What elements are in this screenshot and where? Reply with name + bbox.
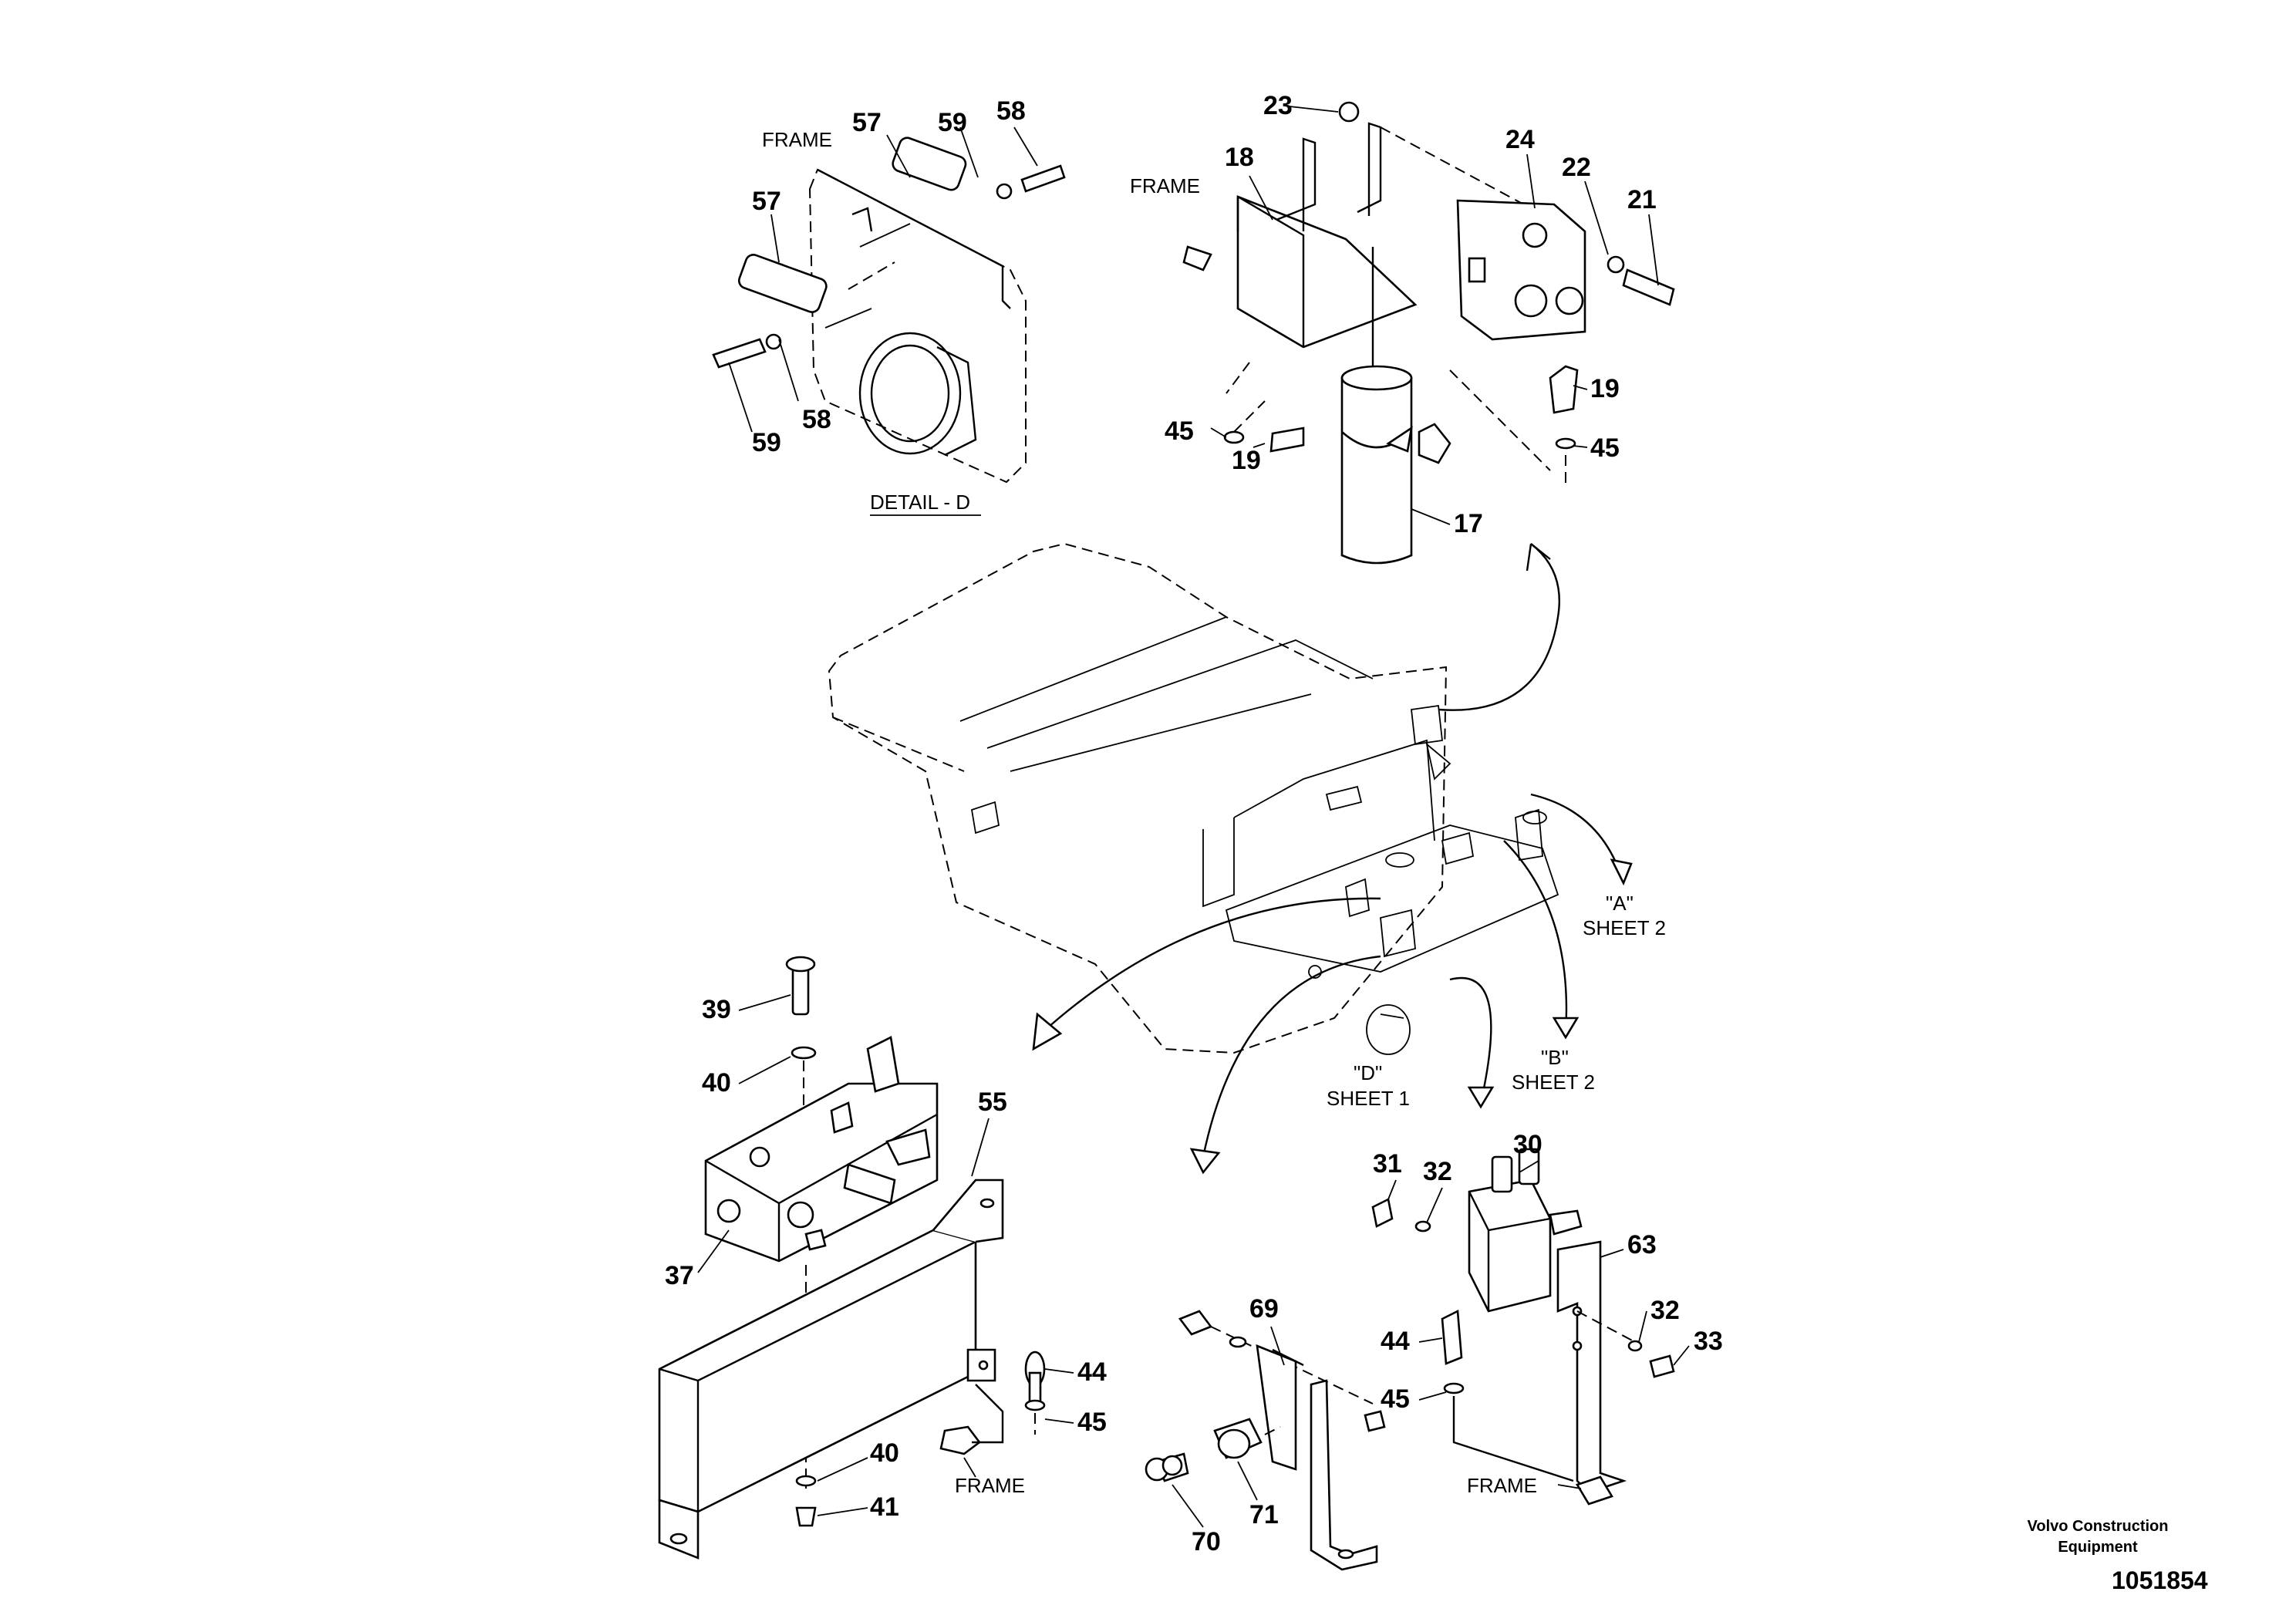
valve-block-assembly — [658, 956, 1046, 1560]
ref-d-sheet: SHEET 1 — [1327, 1087, 1410, 1110]
frame-label: FRAME — [955, 1474, 1025, 1497]
ref-b-sheet: SHEET 2 — [1512, 1071, 1595, 1094]
callout-57: 57 — [852, 108, 882, 137]
detail-d-title: DETAIL - D — [870, 491, 970, 514]
callout-70: 70 — [1192, 1527, 1221, 1556]
callout-24: 24 — [1505, 125, 1535, 154]
valve-block-labels: 39 40 55 37 44 45 40 41 FRAME — [665, 994, 1107, 1522]
callout-33: 33 — [1694, 1327, 1723, 1356]
callout-31: 31 — [1373, 1149, 1402, 1179]
callout-58: 58 — [996, 96, 1026, 126]
frame-label: FRAME — [762, 128, 832, 151]
callout-19: 19 — [1590, 374, 1620, 403]
callout-45: 45 — [1590, 433, 1620, 463]
callout-63: 63 — [1627, 1230, 1657, 1259]
callout-23: 23 — [1263, 91, 1293, 120]
ref-a-sheet: SHEET 2 — [1583, 916, 1666, 939]
reference-labels: "A" SHEET 2 "B" SHEET 2 "D" SHEET 1 — [1327, 892, 1666, 1110]
callout-41: 41 — [870, 1492, 899, 1522]
callout-57: 57 — [752, 187, 781, 216]
callout-19: 19 — [1232, 446, 1261, 475]
detail-d-labels: FRAME 57 59 58 57 59 58 DETAIL - D — [728, 96, 1038, 516]
callout-30: 30 — [1513, 1130, 1542, 1159]
cab-base-assembly — [828, 542, 1559, 1055]
callout-22: 22 — [1562, 153, 1591, 182]
callout-32: 32 — [1650, 1296, 1680, 1325]
callout-45: 45 — [1077, 1408, 1107, 1437]
callout-55: 55 — [978, 1088, 1007, 1117]
document-number: 1051854 — [2112, 1566, 2208, 1594]
callout-71: 71 — [1249, 1500, 1279, 1529]
drier-labels: 23 18 FRAME 24 22 21 19 45 45 19 17 — [1130, 91, 1659, 538]
brand-line-2: Equipment — [2058, 1539, 2138, 1556]
detail-d-assembly — [712, 137, 1066, 484]
callout-21: 21 — [1627, 185, 1657, 214]
callout-39: 39 — [702, 995, 731, 1024]
callout-59: 59 — [752, 428, 781, 457]
ref-b-label: "B" — [1541, 1046, 1569, 1069]
frame-label: FRAME — [1467, 1474, 1537, 1497]
footer: Volvo Construction Equipment 1051854 — [2028, 1518, 2208, 1594]
callout-32: 32 — [1423, 1157, 1452, 1186]
solenoid-labels: 31 32 30 63 32 33 44 45 FRAME — [1373, 1130, 1723, 1497]
brand-line-1: Volvo Construction — [2028, 1518, 2169, 1535]
reference-arrows — [1032, 543, 1633, 1175]
frame-label: FRAME — [1130, 174, 1200, 197]
callout-45: 45 — [1381, 1384, 1410, 1414]
callout-44: 44 — [1077, 1357, 1107, 1387]
drier-bracket-assembly — [1182, 101, 1675, 565]
callout-37: 37 — [665, 1261, 694, 1290]
connector-bracket-labels: 69 71 70 — [1172, 1294, 1285, 1556]
callout-58: 58 — [802, 405, 831, 434]
callout-45: 45 — [1165, 416, 1194, 446]
callout-17: 17 — [1454, 509, 1483, 538]
callout-18: 18 — [1225, 143, 1254, 172]
callout-40: 40 — [702, 1068, 731, 1098]
connector-bracket-assembly — [1145, 1310, 1386, 1571]
callout-40: 40 — [870, 1438, 899, 1468]
solenoid-assembly — [1371, 1148, 1675, 1506]
ref-d-label: "D" — [1354, 1061, 1382, 1084]
callout-44: 44 — [1381, 1327, 1410, 1356]
ref-a-label: "A" — [1606, 892, 1633, 915]
callout-69: 69 — [1249, 1294, 1279, 1324]
